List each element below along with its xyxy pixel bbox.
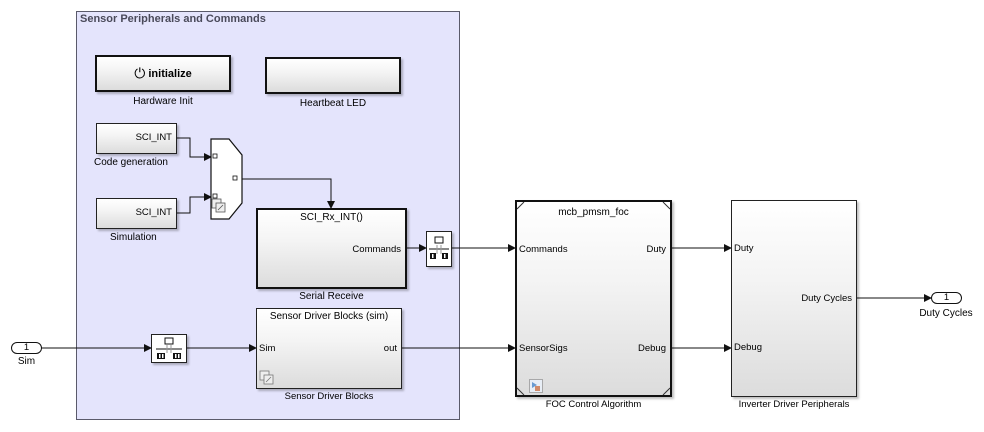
code-generation-port: SCI_INT xyxy=(135,132,172,143)
outport-duty-cycles[interactable]: 1 xyxy=(931,292,962,304)
sensor-driver-title: Sensor Driver Blocks (sim) xyxy=(269,311,389,322)
inverter-port-duty-cycles: Duty Cycles xyxy=(801,293,852,304)
simulation-block[interactable]: SCI_INT xyxy=(96,198,177,229)
inverter-driver-block[interactable]: Duty Debug Duty Cycles xyxy=(731,200,857,397)
heartbeat-led-block[interactable] xyxy=(265,57,401,94)
variant-icon xyxy=(211,198,226,213)
rate-transition-icon xyxy=(429,236,449,259)
serial-receive-label: Serial Receive xyxy=(299,291,364,302)
foc-port-sensorsigs: SensorSigs xyxy=(519,343,568,354)
serial-receive-port-commands: Commands xyxy=(352,244,401,255)
inverter-port-debug: Debug xyxy=(734,342,762,353)
inverter-label: Inverter Driver Peripherals xyxy=(738,399,850,410)
code-generation-block[interactable]: SCI_INT xyxy=(96,123,177,154)
sensor-driver-label: Sensor Driver Blocks xyxy=(284,391,374,402)
serial-receive-block[interactable]: SCI_Rx_INT() Commands xyxy=(256,208,407,289)
rate-transition-block-1[interactable] xyxy=(426,231,452,267)
hardware-init-block[interactable]: ⏻ initialize xyxy=(95,55,231,92)
inverter-port-duty: Duty xyxy=(734,243,754,254)
area-title: Sensor Peripherals and Commands xyxy=(80,13,266,25)
sensor-driver-port-sim: Sim xyxy=(259,343,276,354)
code-generation-label: Code generation xyxy=(94,157,168,168)
variant-icon xyxy=(259,370,274,385)
model-reference-icon xyxy=(529,379,543,393)
foc-title: mcb_pmsm_foc xyxy=(558,207,629,218)
power-icon: ⏻ xyxy=(134,65,146,81)
outport-number: 1 xyxy=(943,292,950,303)
inport-number: 1 xyxy=(23,342,30,353)
inport-sim[interactable]: 1 xyxy=(11,342,42,354)
foc-port-duty: Duty xyxy=(646,244,666,255)
foc-control-block[interactable]: mcb_pmsm_foc Commands SensorSigs Duty De… xyxy=(515,200,672,397)
wire-codegen-to-variant xyxy=(177,137,212,161)
heartbeat-led-label: Heartbeat LED xyxy=(299,98,367,109)
simulation-port: SCI_INT xyxy=(135,207,172,218)
sensor-driver-block[interactable]: Sensor Driver Blocks (sim) Sim out xyxy=(256,308,402,389)
wire-sim-to-variant xyxy=(177,193,212,214)
foc-port-commands: Commands xyxy=(519,244,568,255)
hardware-init-content: initialize xyxy=(148,68,192,80)
foc-port-debug: Debug xyxy=(638,343,666,354)
model-reference-corners xyxy=(517,202,670,395)
simulation-label: Simulation xyxy=(110,232,157,243)
outport-label: Duty Cycles xyxy=(919,308,973,319)
rate-transition-block-2[interactable] xyxy=(151,334,187,363)
serial-receive-title: SCI_Rx_INT() xyxy=(300,212,363,223)
rate-transition-icon xyxy=(156,337,182,359)
inport-label: Sim xyxy=(17,356,36,367)
hardware-init-label: Hardware Init xyxy=(133,96,193,107)
variant-merge-block[interactable] xyxy=(209,137,245,221)
foc-label: FOC Control Algorithm xyxy=(545,399,642,410)
wire-variant-to-serial xyxy=(240,178,335,209)
sensor-driver-port-out: out xyxy=(383,343,397,354)
